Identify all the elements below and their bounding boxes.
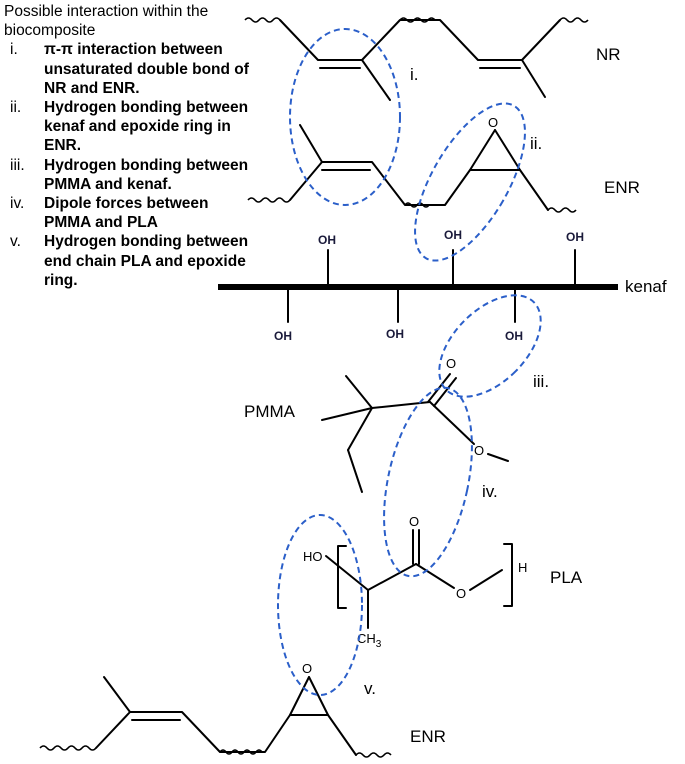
- legend-item-i: i. π-π interaction between unsaturated d…: [4, 40, 254, 98]
- legend-number: i.: [10, 41, 18, 59]
- marker-v: v.: [364, 679, 376, 698]
- pmma-bond: [347, 449, 363, 493]
- interaction-circle-ii: [414, 102, 526, 262]
- legend-item-iv: iv. Dipole forces between PMMA and PLA: [4, 194, 254, 232]
- hydrogen-end: H: [518, 560, 527, 575]
- hydroxyl-label: OH: [444, 228, 462, 242]
- interaction-circles: [277, 28, 542, 696]
- kenaf-chain: OH OH OH OH OH OH kenaf: [218, 228, 667, 343]
- pmma-bond: [321, 407, 373, 421]
- pmma-bond: [345, 375, 373, 409]
- legend-list: i. π-π interaction between unsaturated d…: [4, 40, 254, 290]
- legend-number: iii.: [10, 156, 25, 174]
- nr-label: NR: [596, 45, 621, 64]
- marker-i: i.: [410, 65, 419, 84]
- enr-methyl: [299, 124, 323, 163]
- nr-methyl: [521, 59, 546, 98]
- enr-backbone: [289, 161, 549, 211]
- hydroxyl-label: OH: [386, 327, 404, 341]
- pmma-ester-bond: [429, 401, 475, 445]
- interaction-circle-iii: [438, 294, 542, 398]
- epoxide-bond: [308, 676, 329, 716]
- legend-number: ii.: [10, 99, 22, 117]
- pla-bond: [415, 563, 455, 589]
- chain-end-wavy: [247, 197, 291, 203]
- enr-label: ENR: [410, 727, 446, 746]
- nr-methyl: [361, 59, 391, 101]
- legend-text: Hydrogen bonding between PMMA and kenaf.: [44, 156, 249, 193]
- legend-text: π-π interaction between unsaturated doub…: [44, 41, 249, 97]
- ester-oxygen: O: [474, 443, 484, 458]
- marker-iii: iii.: [533, 372, 549, 391]
- methyl-subscript: 3: [376, 639, 382, 650]
- ester-oxygen: O: [456, 586, 466, 601]
- epoxide-bond: [469, 129, 496, 171]
- methyl-carbon: CH: [357, 631, 376, 646]
- carbonyl-oxygen: O: [446, 356, 456, 371]
- chain-end-wavy: [355, 752, 392, 758]
- marker-iv: iv.: [482, 482, 498, 501]
- hydroxyl-end: HO: [303, 549, 323, 564]
- pmma-label: PMMA: [244, 402, 296, 421]
- enr-methyl: [103, 676, 131, 713]
- interaction-markers: i. ii. iii. iv. v.: [364, 65, 549, 698]
- epoxide-bond: [494, 129, 521, 171]
- pla-bond: [325, 555, 369, 591]
- legend-title: Possible interaction within the biocompo…: [4, 3, 209, 40]
- hydroxyl-label: OH: [318, 233, 336, 247]
- legend-item-ii: ii. Hydrogen bonding between kenaf and e…: [4, 98, 254, 156]
- chain-end-wavy: [559, 17, 589, 23]
- interaction-circle-iv: [383, 386, 473, 578]
- kenaf-label: kenaf: [625, 277, 667, 296]
- interaction-circle-i: [289, 28, 401, 206]
- chain-end-wavy: [404, 202, 430, 208]
- epoxide-bond: [289, 676, 310, 716]
- legend-number: v.: [10, 233, 21, 251]
- interaction-circle-v: [277, 514, 363, 696]
- pla-molecule: HO O O H CH3 PLA: [303, 514, 583, 650]
- enr-backbone: [95, 711, 357, 756]
- pla-bond: [367, 563, 417, 591]
- carbonyl-oxygen: O: [409, 514, 419, 529]
- legend-text: Hydrogen bonding between end chain PLA a…: [44, 233, 249, 289]
- legend-item-v: v. Hydrogen bonding between end chain PL…: [4, 232, 254, 290]
- hydroxyl-label: OH: [274, 329, 292, 343]
- pla-label: PLA: [550, 568, 583, 587]
- chain-end-wavy: [399, 17, 436, 23]
- pmma-carbonyl: [433, 377, 457, 407]
- nr-backbone: [279, 19, 561, 61]
- pla-bond: [469, 569, 503, 591]
- pmma-bond: [347, 407, 373, 451]
- chain-end-wavy: [547, 207, 577, 213]
- epoxide-oxygen: O: [302, 661, 312, 676]
- pmma-bond: [371, 401, 431, 409]
- pmma-molecule: O O PMMA: [244, 356, 509, 493]
- enr-label: ENR: [604, 178, 640, 197]
- enr-top-chain: O ENR: [247, 115, 640, 213]
- right-bracket: [503, 543, 513, 607]
- nr-chain: NR: [244, 17, 621, 101]
- legend-text: Hydrogen bonding between kenaf and epoxi…: [44, 99, 249, 155]
- epoxide-oxygen: O: [488, 115, 498, 130]
- chain-end-wavy: [219, 749, 263, 755]
- legend-text: Dipole forces between PMMA and PLA: [44, 195, 209, 232]
- pmma-ester-bond: [487, 453, 509, 462]
- left-bracket: [337, 545, 347, 609]
- enr-bottom-chain: O ENR: [39, 661, 446, 758]
- legend-item-iii: iii. Hydrogen bonding between PMMA and k…: [4, 156, 254, 194]
- legend-number: iv.: [10, 195, 25, 213]
- chain-end-wavy: [244, 17, 281, 23]
- methyl-group: CH3: [357, 631, 382, 650]
- chain-end-wavy: [39, 745, 97, 751]
- marker-ii: ii.: [530, 134, 542, 153]
- hydroxyl-label: OH: [566, 230, 584, 244]
- hydroxyl-label: OH: [505, 329, 523, 343]
- interaction-legend: Possible interaction within the biocompo…: [4, 2, 254, 290]
